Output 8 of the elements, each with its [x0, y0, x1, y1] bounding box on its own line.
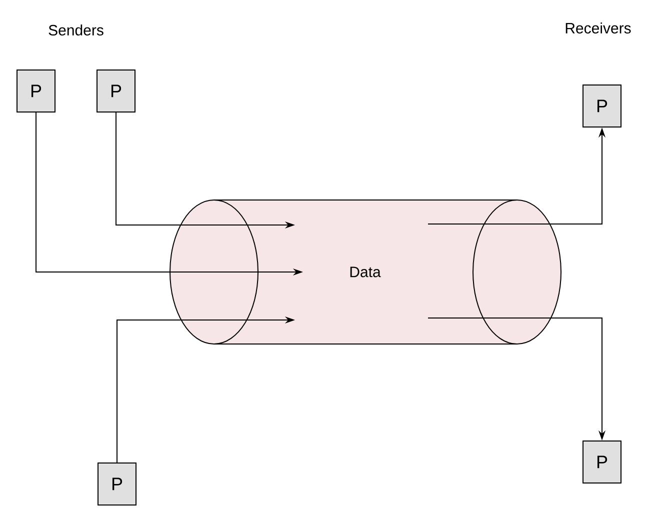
process-box: P — [582, 440, 622, 484]
process-box: P — [16, 70, 56, 112]
process-box: P — [582, 84, 622, 128]
group-heading: Senders — [48, 24, 104, 36]
cylinder: Data — [170, 200, 562, 344]
process-box: P — [98, 462, 136, 506]
process-box: P — [96, 70, 136, 112]
group-heading: Receivers — [566, 22, 631, 34]
